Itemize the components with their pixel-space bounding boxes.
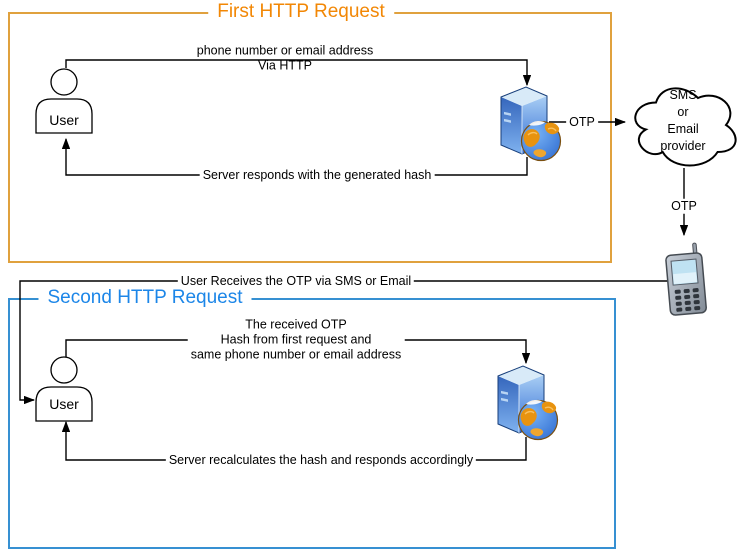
phone-screen-glare xyxy=(673,272,697,285)
first-box-title: First HTTP Request xyxy=(208,1,394,23)
otp-to-provider-label: OTP xyxy=(566,114,598,130)
phone-keypad xyxy=(674,288,701,312)
user2-head xyxy=(50,356,78,384)
response2-label: Server recalculates the hash and respond… xyxy=(165,452,477,468)
otp-to-phone-label: OTP xyxy=(668,198,700,214)
cloud-label: SMS or Email provider xyxy=(660,87,705,155)
request2-label: The received OTP Hash from first request… xyxy=(187,317,405,363)
user1-label: User xyxy=(49,111,79,128)
cloud-outline xyxy=(634,87,737,167)
mobile-phone-icon xyxy=(665,242,707,316)
request1-arrow xyxy=(65,59,532,87)
request2-label-line3: same phone number or email address xyxy=(190,347,402,362)
second-http-request-box xyxy=(8,298,616,549)
server2-icon xyxy=(497,365,559,441)
request2-label-line2: Hash from first request and xyxy=(220,332,372,347)
cloud-label-line3: Email xyxy=(667,122,699,136)
phone-to-user-label: User Receives the OTP via SMS or Email xyxy=(177,273,415,289)
cloud-label-line4: provider xyxy=(660,139,706,153)
request2-label-line1: The received OTP xyxy=(245,317,347,332)
second-box-title: Second HTTP Request xyxy=(38,287,252,309)
user1-head xyxy=(50,68,78,96)
user1-icon xyxy=(35,68,93,134)
user2-label: User xyxy=(49,395,79,412)
server1-icon xyxy=(500,86,562,162)
response1-label: Server responds with the generated hash xyxy=(199,167,435,183)
cloud-label-line2: or xyxy=(677,105,689,119)
sms-email-provider-cloud xyxy=(634,87,737,167)
user2-body xyxy=(35,386,93,422)
request1-label-line2: Via HTTP xyxy=(258,58,312,72)
user1-body xyxy=(35,98,93,134)
request1-label: phone number or email address Via HTTP xyxy=(197,44,374,73)
cloud-label-line1: SMS xyxy=(669,88,697,102)
user2-icon xyxy=(35,356,93,422)
request1-label-line1: phone number or email address xyxy=(196,43,374,58)
